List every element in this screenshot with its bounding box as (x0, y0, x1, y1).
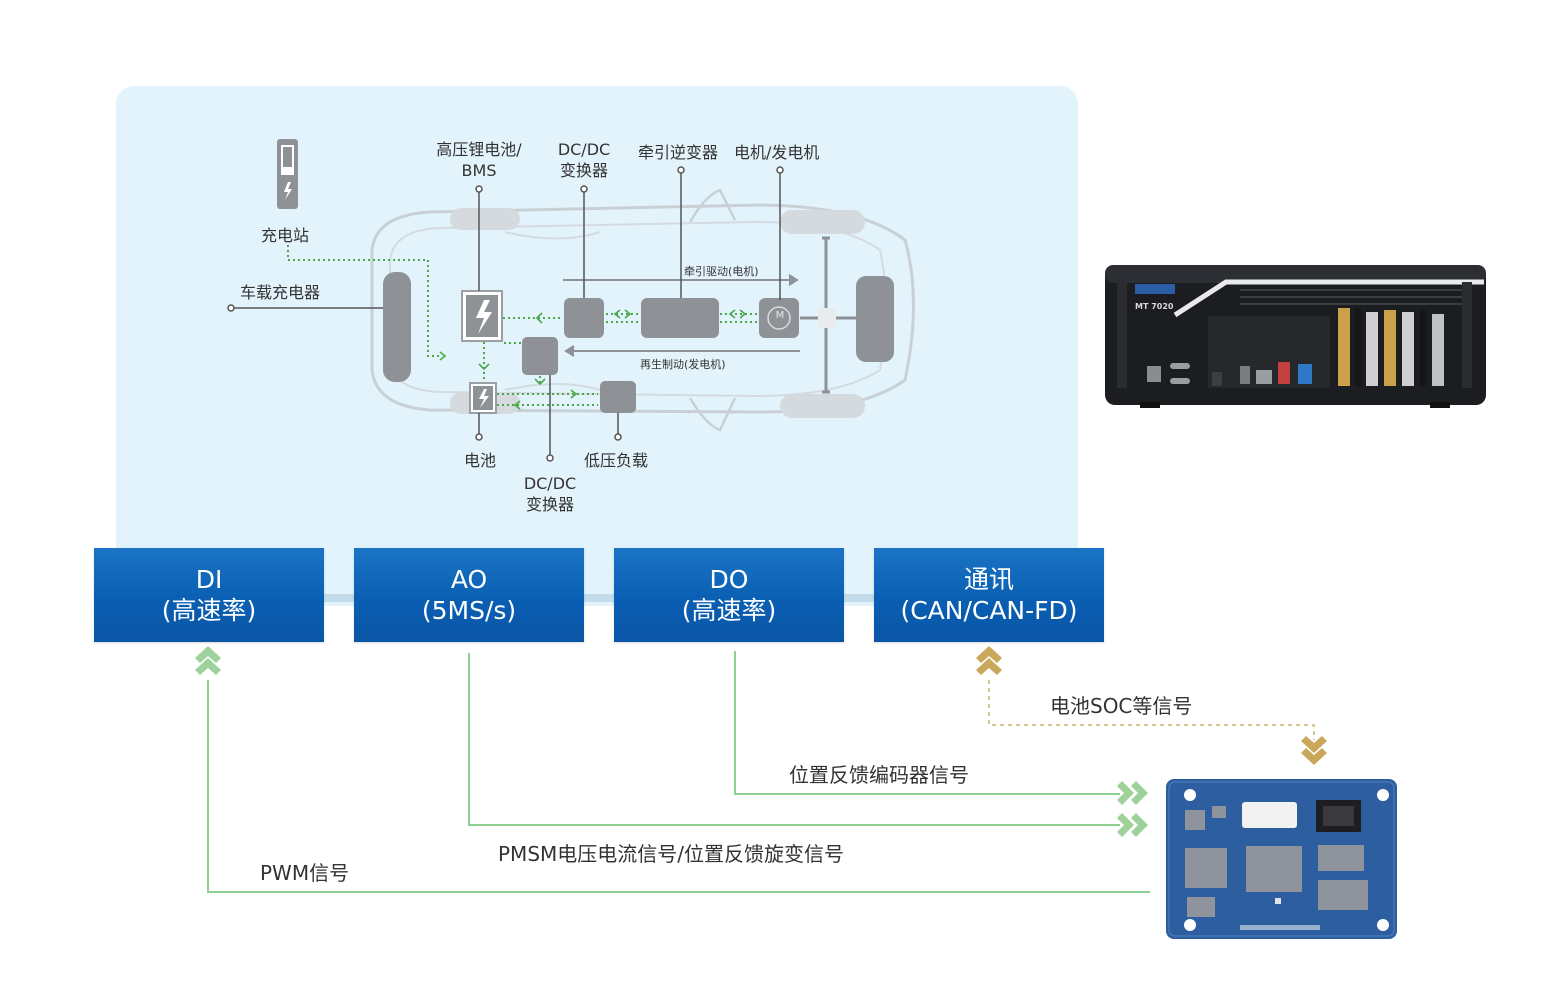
label-hv-battery: 高压锂电池/ BMS (436, 140, 522, 180)
label-motor-generator: 电机/发电机 (734, 143, 820, 162)
battery-bolt-icon (476, 300, 492, 334)
label-battery-soc-signal: 电池SOC等信号 (1050, 694, 1193, 718)
drive-arrows (563, 274, 800, 357)
leader-lines (231, 170, 781, 457)
module-di-name: DI (195, 565, 223, 594)
signal-lines (207, 651, 1150, 893)
label-charging-station: 充电站 (261, 226, 310, 245)
pwm-arrow-icon (195, 646, 221, 675)
soc-arrow-icon (1301, 736, 1327, 765)
label-battery: 电池 (464, 451, 497, 470)
leader-dots (227, 166, 784, 462)
motor-block (759, 298, 799, 338)
can-arrow-icon (976, 646, 1002, 675)
module-do-name: DO (709, 565, 749, 594)
charging-station-icon (277, 139, 298, 209)
module-ao-detail: (5MS/s) (421, 596, 517, 625)
power-flow-chevrons (439, 309, 747, 410)
motor-circle (767, 306, 791, 330)
module-do-detail: (高速率) (681, 596, 777, 625)
pcb-board-image (1166, 779, 1397, 939)
pmsm-arrow-icon (1117, 813, 1148, 837)
module-comm-name: 通讯 (963, 565, 1014, 594)
module-comm: 通讯 (CAN/CAN-FD) (874, 548, 1104, 642)
module-di-detail: (高速率) (161, 596, 257, 625)
label-traction-drive: 牵引驱动(电机) (684, 265, 759, 278)
label-dcdc-bottom: DC/DC 变换器 (523, 474, 577, 514)
module-comm-detail: (CAN/CAN-FD) (900, 596, 1078, 625)
label-lv-load: 低压负载 (584, 451, 649, 470)
vehicle-panel (116, 86, 1078, 606)
pmsm-line (468, 653, 1120, 826)
module-ao-name: AO (450, 565, 488, 594)
industrial-pc-image (1105, 265, 1486, 408)
label-onboard-charger: 车载充电器 (240, 283, 321, 302)
module-di: DI (高速率) (94, 548, 324, 642)
pwm-line (207, 680, 1150, 893)
module-ao: AO (5MS/s) (354, 548, 584, 642)
can-soc-line (988, 680, 1315, 740)
device-model-label: MT 7020 (1135, 302, 1174, 311)
label-pmsm-signal: PMSM电压电流信号/位置反馈旋变信号 (498, 842, 845, 866)
differential-icon (818, 308, 836, 328)
wheels (383, 208, 894, 418)
dcdc-bottom-block (522, 337, 558, 375)
module-strip (94, 594, 1104, 602)
lv-load-block (600, 381, 636, 413)
label-regen-braking: 再生制动(发电机) (640, 358, 726, 371)
label-dcdc-top: DC/DC 变换器 (557, 140, 611, 180)
label-traction-inverter: 牵引逆变器 (638, 143, 719, 162)
inverter-block (641, 298, 719, 338)
encoder-arrow-icon (1117, 781, 1148, 805)
battery-bolt-small-icon (479, 389, 489, 408)
motor-symbol: M (775, 310, 785, 321)
dcdc-top-block (564, 298, 604, 338)
label-pwm-signal: PWM信号 (260, 861, 350, 885)
label-encoder-signal: 位置反馈编码器信号 (789, 763, 969, 787)
components (461, 290, 799, 414)
encoder-line (734, 651, 1120, 795)
module-do: DO (高速率) (614, 548, 844, 642)
